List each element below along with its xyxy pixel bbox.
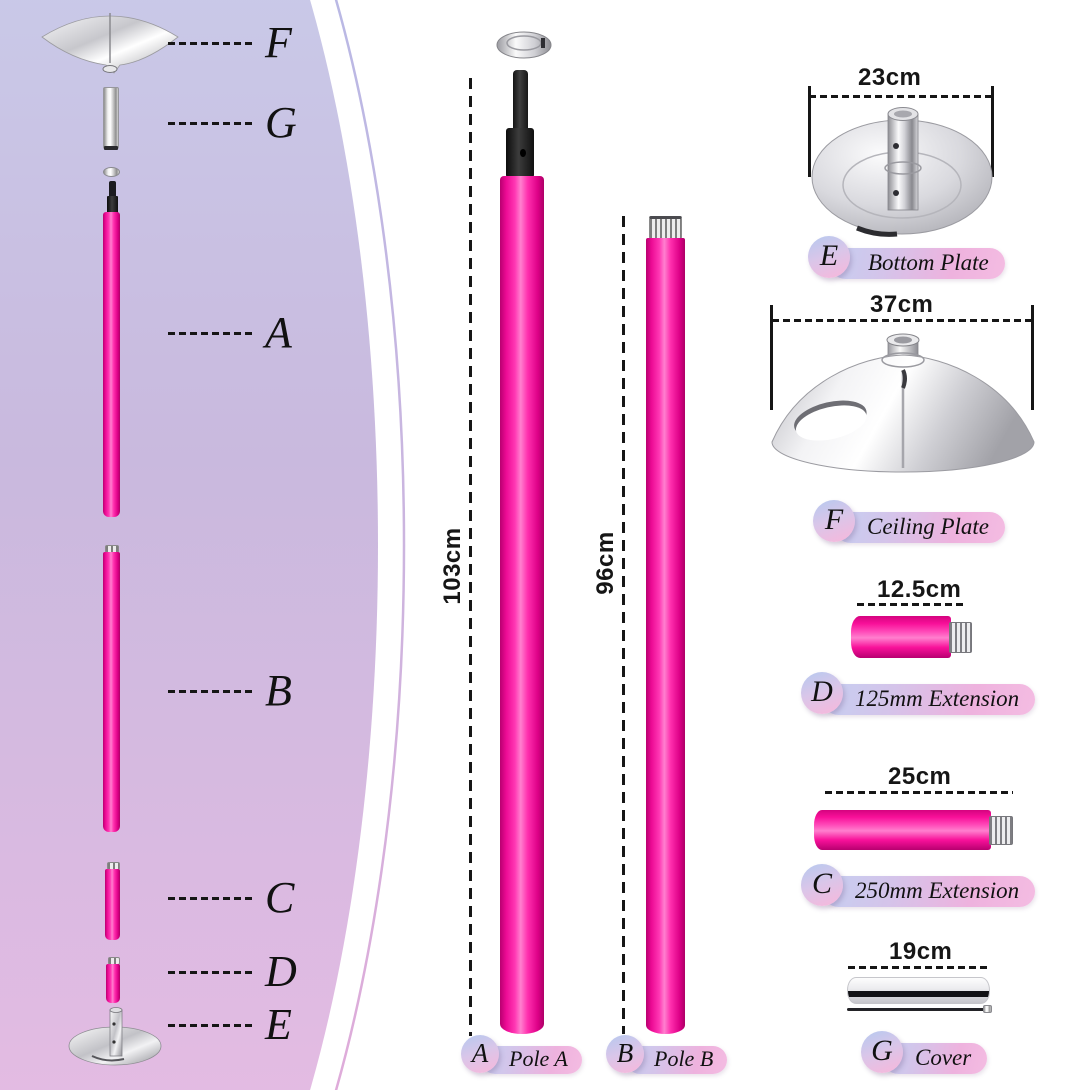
- bottom-plate-thumbnail: [68, 1007, 162, 1066]
- callout-dash: [168, 121, 253, 125]
- cover-badge: G: [861, 1031, 903, 1073]
- pole-a-badge-letter: A: [471, 1037, 489, 1068]
- ext-250-size-label: 25cm: [888, 763, 952, 790]
- cover-rod: [847, 1008, 985, 1011]
- callout-dash: [168, 970, 253, 974]
- pole-a-name: Pole A: [509, 1046, 568, 1071]
- bottom-plate-badge: E: [808, 236, 850, 278]
- cover-tag: Cover G: [861, 1031, 988, 1074]
- pole-b-body: [646, 238, 685, 1034]
- cover-dim-line: [848, 966, 988, 969]
- callout-d: D: [168, 944, 297, 1000]
- callout-dash: [168, 41, 253, 45]
- callout-f: F: [168, 15, 292, 71]
- callout-dash: [168, 689, 253, 693]
- callout-letter: F: [265, 18, 292, 67]
- cover-image: [847, 977, 990, 1004]
- callout-b: B: [168, 663, 292, 719]
- ext-250-tag: 250mm Extension C: [801, 864, 1036, 907]
- ceiling-plate-tag: Ceiling Plate F: [813, 500, 1006, 543]
- cover-label: Cover: [915, 1044, 972, 1070]
- ceiling-plate-dim-left-bar: [770, 305, 773, 410]
- pole-a-adjuster-hole: [520, 149, 526, 157]
- bottom-plate-label: Bottom Plate: [868, 249, 989, 275]
- joint-disc-thumbnail: [103, 167, 120, 177]
- ext-250-label: 250mm Extension: [855, 877, 1020, 903]
- callout-letter: G: [265, 98, 297, 147]
- callout-letter: C: [265, 873, 295, 922]
- pole-b-badge-letter: B: [616, 1037, 634, 1068]
- pole-a-dimension-line: [469, 78, 472, 1036]
- extension-d-thumbnail: [106, 964, 120, 1003]
- ceiling-plate-dim-line: [772, 319, 1033, 322]
- callout-letter: D: [265, 947, 297, 996]
- ext-250-dim-line: [825, 791, 1013, 794]
- ceiling-plate-image: [771, 333, 1035, 473]
- extension-c-thumbnail: [105, 869, 120, 940]
- pole-a-badge: A: [461, 1035, 499, 1073]
- pole-b-dimension-line: [622, 216, 625, 1034]
- bottom-plate-dim-left-bar: [808, 86, 811, 177]
- callout-c: C: [168, 870, 294, 926]
- cover-size-label: 19cm: [889, 938, 953, 965]
- ceiling-plate-size-label: 37cm: [870, 291, 934, 318]
- pole-a-body: [500, 176, 544, 1034]
- callout-letter: A: [265, 308, 292, 357]
- ceiling-plate-badge: F: [813, 500, 855, 542]
- ceiling-plate-dim-right-bar: [1031, 305, 1034, 410]
- pole-b-name: Pole B: [654, 1046, 714, 1071]
- callout-a: A: [168, 305, 292, 361]
- bottom-plate-size-label: 23cm: [858, 64, 922, 91]
- callout-e: E: [168, 997, 292, 1053]
- ceiling-plate-badge-letter: F: [824, 503, 844, 536]
- ext-125-image: [851, 616, 951, 658]
- adjuster-rod-thumbnail: [107, 196, 118, 213]
- pole-b-tag: Pole B B: [606, 1035, 728, 1074]
- bottom-plate-dim-right-bar: [991, 86, 994, 177]
- ext-125-badge-letter: D: [811, 675, 833, 708]
- callout-dash: [168, 331, 253, 335]
- ext-125-label: 125mm Extension: [855, 685, 1020, 711]
- bottom-plate-tag: Bottom Plate E: [808, 236, 1005, 279]
- ext-125-pill: 125mm Extension: [823, 684, 1036, 715]
- ext-250-threaded-end: [989, 816, 1013, 845]
- callout-dash: [168, 1023, 253, 1027]
- cover-rod-tip: [983, 1005, 992, 1013]
- pole-a-tag: Pole A A: [461, 1035, 582, 1074]
- ext-125-dim-line: [857, 603, 967, 606]
- callout-g: G: [168, 95, 297, 151]
- callout-letter: B: [265, 666, 292, 715]
- pole-a-adjuster-pin: [513, 70, 528, 132]
- cover-badge-letter: G: [871, 1034, 893, 1067]
- ext-250-image: [814, 810, 991, 850]
- bottom-plate-image: [811, 107, 993, 237]
- cover-thumbnail-cap: [104, 146, 118, 150]
- ext-125-size-label: 12.5cm: [877, 576, 962, 603]
- callout-dash: [168, 896, 253, 900]
- pole-a-thumbnail: [103, 212, 120, 517]
- ceiling-plate-thumbnail: [41, 13, 179, 74]
- pole-b-threaded-tip: [649, 216, 682, 239]
- ext-250-badge-letter: C: [811, 867, 832, 900]
- bottom-plate-pill: Bottom Plate: [830, 248, 1005, 279]
- cover-stripe: [848, 991, 989, 997]
- adjuster-pin-thumbnail: [109, 181, 116, 198]
- bottom-plate-badge-letter: E: [819, 239, 839, 272]
- cover-thumbnail: [103, 87, 119, 149]
- ext-250-badge: C: [801, 864, 843, 906]
- pole-b-thumbnail: [103, 552, 120, 832]
- pole-b-badge: B: [606, 1035, 644, 1073]
- pole-a-top-disc: [496, 31, 552, 59]
- ceiling-plate-pill: Ceiling Plate: [835, 512, 1006, 543]
- ext-125-tag: 125mm Extension D: [801, 672, 1036, 715]
- ext-125-threaded-end: [949, 622, 972, 653]
- pole-a-length-label: 103cm: [439, 527, 466, 605]
- ext-125-badge: D: [801, 672, 843, 714]
- ext-250-pill: 250mm Extension: [823, 876, 1036, 907]
- ceiling-plate-label: Ceiling Plate: [867, 513, 990, 539]
- pole-b-length-label: 96cm: [592, 531, 619, 595]
- callout-letter: E: [265, 1000, 292, 1049]
- bottom-plate-dim-line: [809, 95, 994, 98]
- left-gradient-panel: [0, 0, 406, 1090]
